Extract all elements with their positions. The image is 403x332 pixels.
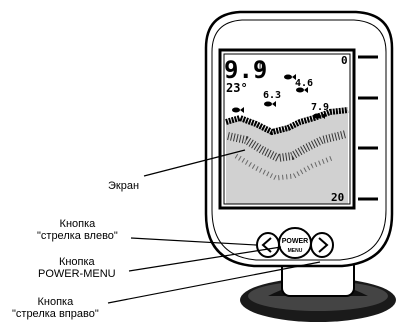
right-arrow-button[interactable] bbox=[310, 232, 334, 258]
fish-icon bbox=[313, 113, 325, 119]
scale-ticks bbox=[358, 55, 378, 201]
left-button-callout-line bbox=[130, 237, 257, 246]
left-button-callout: Кнопка "стрелка влево" bbox=[37, 218, 118, 242]
chevron-right-icon bbox=[318, 237, 329, 253]
screen-callout-line bbox=[143, 149, 246, 177]
callout-lines bbox=[107, 149, 321, 304]
fish-icon bbox=[284, 74, 296, 80]
power-button-callout-line bbox=[128, 246, 282, 272]
fish-depth-label: 6.3 bbox=[263, 90, 281, 101]
chevron-left-icon bbox=[261, 237, 272, 253]
right-button-callout-line bbox=[107, 261, 321, 304]
right-button-callout: Кнопка "стрелка вправо" bbox=[12, 296, 99, 320]
screen-callout: Экран bbox=[108, 180, 140, 192]
scale-bottom-label: 20 bbox=[331, 191, 344, 204]
fish-icons bbox=[232, 74, 325, 119]
temperature-readout: 23° bbox=[226, 81, 248, 95]
depth-readout: 9.9 bbox=[224, 56, 267, 84]
fish-icon bbox=[232, 107, 244, 113]
callout-line2: POWER-MENU bbox=[38, 268, 116, 280]
menu-button-label: MENU bbox=[288, 248, 303, 254]
callout-line2: "стрелка вправо" bbox=[12, 308, 99, 320]
callout-line1: Кнопка bbox=[37, 296, 74, 308]
callout-line2: "стрелка влево" bbox=[37, 230, 118, 242]
fish-icon bbox=[296, 87, 308, 93]
fish-icon bbox=[264, 101, 276, 107]
power-button-label: POWER bbox=[282, 238, 308, 245]
power-button-callout: Кнопка POWER-MENU bbox=[38, 256, 116, 280]
scale-top-label: 0 bbox=[341, 54, 348, 67]
power-menu-button[interactable]: POWER MENU bbox=[278, 227, 312, 259]
device-stand bbox=[240, 257, 396, 322]
fish-depth-label: 7.9 bbox=[311, 102, 329, 113]
depth-unit: m bbox=[259, 59, 266, 72]
callout-line1: Кнопка bbox=[58, 256, 95, 268]
callout-line1: Кнопка bbox=[59, 218, 96, 230]
left-arrow-button[interactable] bbox=[256, 232, 280, 258]
fish-depth-label: 4.6 bbox=[295, 78, 313, 89]
